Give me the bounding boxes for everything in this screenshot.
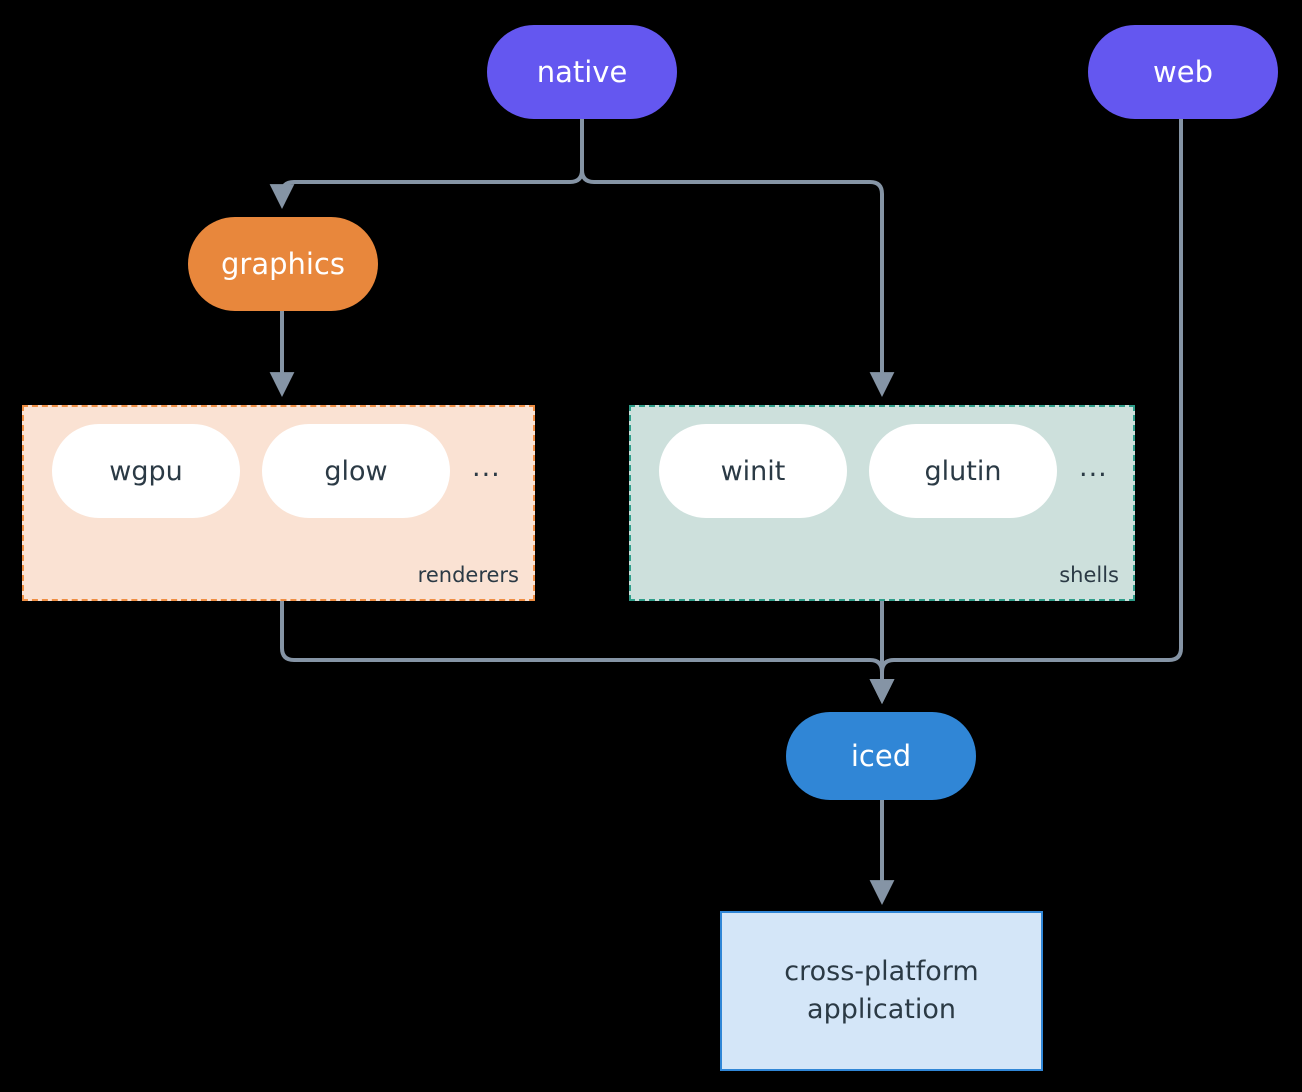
edge-native-shells (580, 119, 895, 397)
node-iced[interactable]: iced (786, 712, 976, 800)
edge-native-graphics (269, 119, 584, 209)
chip-wgpu-label: wgpu (109, 455, 183, 487)
group-shells-items: winit glutin ... (631, 424, 1133, 518)
application-label-line2: application (807, 994, 956, 1025)
node-native[interactable]: native (487, 25, 677, 119)
chip-winit-label: winit (720, 455, 786, 487)
group-renderers-items: wgpu glow ... (24, 424, 533, 518)
chip-glow-label: glow (324, 455, 388, 487)
node-graphics-label: graphics (220, 246, 345, 281)
node-web-label: web (1153, 54, 1213, 89)
group-renderers-label: renderers (417, 563, 519, 587)
chip-wgpu[interactable]: wgpu (52, 424, 240, 518)
chip-glow[interactable]: glow (262, 424, 450, 518)
node-cross-platform-application[interactable]: cross-platform application (720, 911, 1043, 1071)
application-label-line1: cross-platform (784, 956, 979, 988)
chip-winit[interactable]: winit (659, 424, 847, 518)
renderers-overflow-ellipsis: ... (472, 451, 501, 483)
node-iced-label: iced (850, 738, 912, 773)
group-shells-label: shells (1059, 563, 1119, 587)
node-graphics[interactable]: graphics (188, 217, 378, 311)
node-native-label: native (536, 54, 628, 89)
group-shells[interactable]: winit glutin ... shells (629, 405, 1135, 601)
node-web[interactable]: web (1088, 25, 1278, 119)
group-renderers[interactable]: wgpu glow ... renderers (22, 405, 535, 601)
chip-glutin-label: glutin (924, 455, 1002, 487)
edge-renderers-iced (280, 601, 895, 704)
shells-overflow-ellipsis: ... (1079, 451, 1108, 483)
edge-web-iced (869, 119, 1183, 704)
chip-glutin[interactable]: glutin (869, 424, 1057, 518)
